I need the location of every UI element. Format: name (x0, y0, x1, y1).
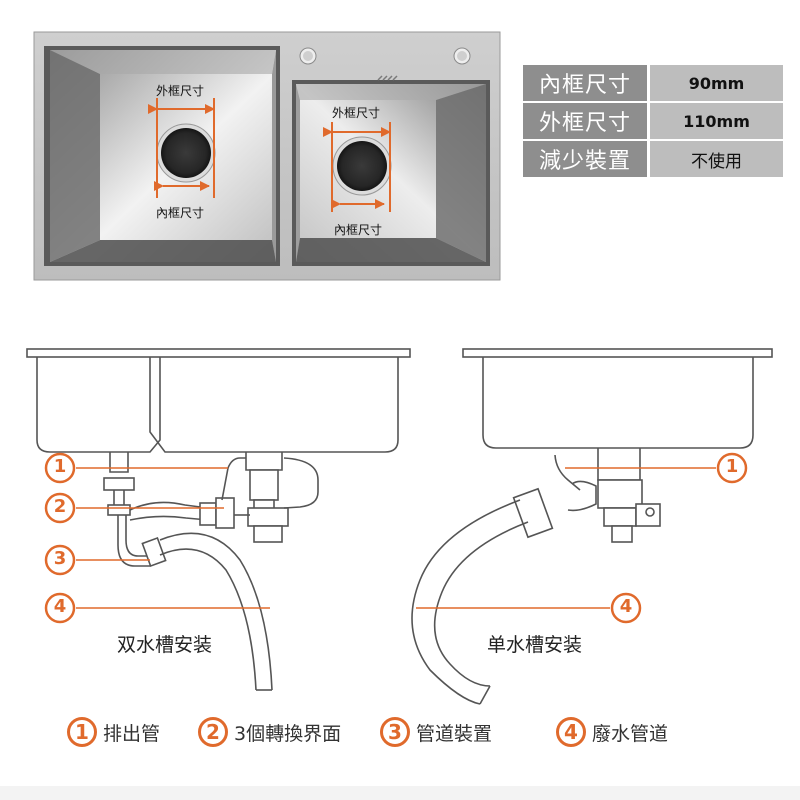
legend-number-icon: 3 (380, 717, 410, 747)
legend-item: 1 排出管 (67, 712, 160, 752)
legend-number-icon: 4 (556, 717, 586, 747)
legend-item: 4 廢水管道 (556, 712, 668, 752)
marker-3-left-num: 3 (53, 548, 67, 569)
marker-4-left (44, 592, 270, 624)
spec-row-outer-size: 外框尺寸 110mm (523, 103, 783, 139)
marker-1-left-num: 1 (53, 456, 67, 477)
left-bowl (44, 46, 280, 266)
spec-label: 減少裝置 (523, 141, 647, 177)
legend-number-icon: 1 (67, 717, 97, 747)
legend-number-icon: 2 (198, 717, 228, 747)
legend-text: 廢水管道 (592, 722, 669, 745)
left-callouts (44, 452, 270, 624)
right-bowl (292, 80, 490, 266)
spec-value: 不使用 (650, 141, 783, 177)
spec-value: 110mm (650, 103, 783, 139)
legend-text: 3個轉換界面 (234, 722, 342, 745)
spec-row-reducer: 減少裝置 不使用 (523, 141, 783, 177)
legend: 1 排出管 2 3個轉換界面 3 管道裝置 4 廢水管道 (0, 712, 800, 752)
legend-item: 2 3個轉換界面 (198, 712, 341, 752)
marker-1-right (565, 452, 748, 484)
double-sink-diagram (26, 348, 411, 691)
sink-photo (33, 31, 501, 281)
right-callouts (416, 452, 748, 624)
spec-table: 內框尺寸 90mm 外框尺寸 110mm 減少裝置 不使用 (523, 65, 783, 179)
overflow-slots (377, 75, 398, 81)
legend-text: 排出管 (103, 722, 161, 745)
legend-text: 管道裝置 (416, 722, 493, 745)
dimension-lines (148, 98, 391, 212)
bottom-strip (0, 786, 800, 800)
tap-hole-icon (453, 47, 471, 65)
marker-4-left-num: 4 (53, 596, 67, 617)
marker-4-right-num: 4 (619, 596, 633, 617)
double-sink-caption: 双水槽安装 (117, 634, 213, 656)
left-inner-label: 內框尺寸 (156, 206, 205, 220)
marker-1-right-num: 1 (725, 456, 739, 477)
marker-3-left (44, 544, 150, 576)
spec-label: 外框尺寸 (523, 103, 647, 139)
left-outer-label: 外框尺寸 (156, 84, 205, 98)
legend-item: 3 管道裝置 (380, 712, 492, 752)
left-drain (156, 123, 216, 183)
spec-value: 90mm (650, 65, 783, 101)
right-outer-label: 外框尺寸 (332, 106, 381, 120)
tap-hole-icon (299, 47, 317, 65)
spec-label: 內框尺寸 (523, 65, 647, 101)
right-inner-label: 內框尺寸 (334, 223, 383, 237)
single-sink-caption: 单水槽安装 (487, 634, 583, 656)
marker-2-left-num: 2 (53, 496, 67, 517)
marker-4-right (416, 592, 642, 624)
spec-row-inner-size: 內框尺寸 90mm (523, 65, 783, 101)
single-sink-diagram (411, 348, 773, 705)
marker-1-left (44, 452, 228, 484)
marker-2-left (44, 492, 224, 524)
right-drain (332, 136, 392, 196)
